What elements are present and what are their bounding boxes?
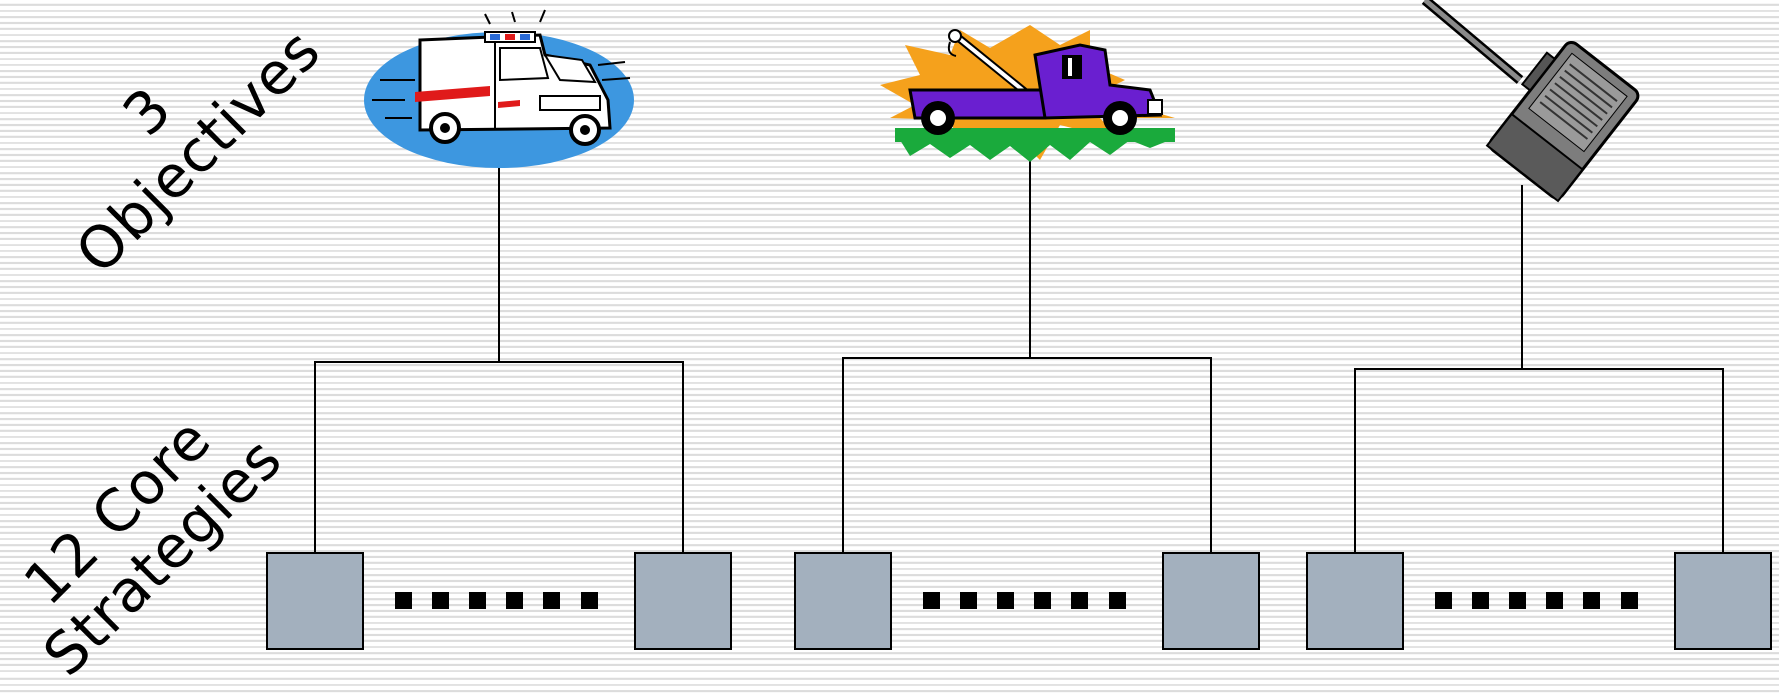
tow-truck-icon: [880, 25, 1175, 162]
ambulance-icon: [364, 9, 634, 168]
strategy-box: [634, 552, 732, 650]
strategy-box: [1162, 552, 1260, 650]
strategy-box: [266, 552, 364, 650]
strategy-box: [1306, 552, 1404, 650]
strategy-box: [794, 552, 892, 650]
connector-lines: [314, 160, 1724, 552]
strategy-boxes: [266, 552, 1772, 650]
ellipsis-group: [395, 592, 598, 609]
ellipsis-dots: [395, 592, 1638, 609]
hierarchy-diagram: [266, 0, 1772, 650]
strategy-box: [1674, 552, 1772, 650]
radio-icon: [1421, 0, 1640, 203]
ellipsis-group: [923, 592, 1126, 609]
ellipsis-group: [1435, 592, 1638, 609]
